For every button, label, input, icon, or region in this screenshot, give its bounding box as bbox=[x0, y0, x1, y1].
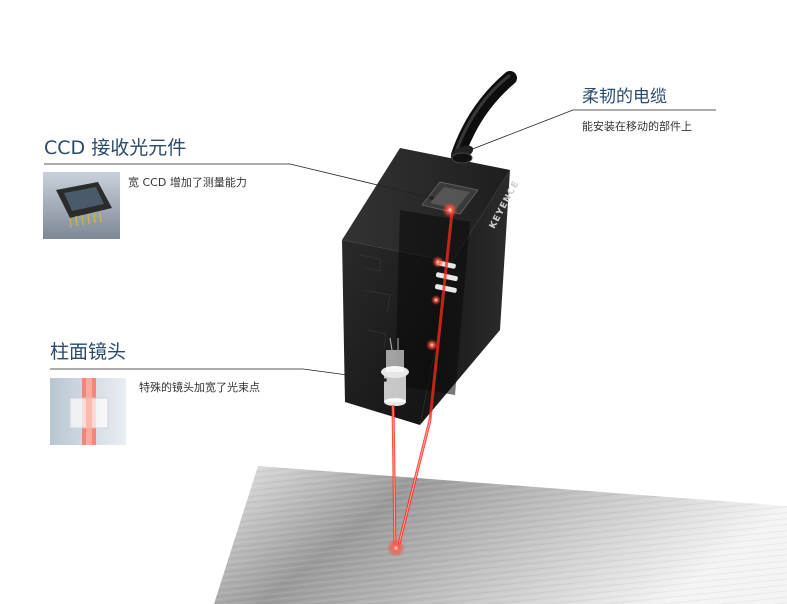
cable-callout-title: 柔韧的电缆 bbox=[582, 87, 667, 107]
cable bbox=[450, 71, 517, 162]
ccd-thumbnail bbox=[43, 172, 120, 239]
cylindrical-lens bbox=[381, 337, 409, 406]
lens-callout-title: 柱面镜头 bbox=[50, 341, 127, 363]
leader-lines bbox=[44, 109, 716, 381]
sensor-body bbox=[342, 148, 510, 425]
ccd-callout-title: CCD 接收光元件 bbox=[44, 137, 187, 159]
lens-thumbnail bbox=[50, 378, 126, 445]
laser-beams bbox=[387, 202, 458, 557]
ccd-callout-desc: 宽 CCD 增加了测量能力 bbox=[128, 176, 247, 189]
lens-callout-desc: 特殊的镜头加宽了光束点 bbox=[139, 381, 260, 394]
metal-plate bbox=[214, 466, 787, 604]
cable-callout-desc: 能安装在移动的部件上 bbox=[582, 120, 692, 133]
